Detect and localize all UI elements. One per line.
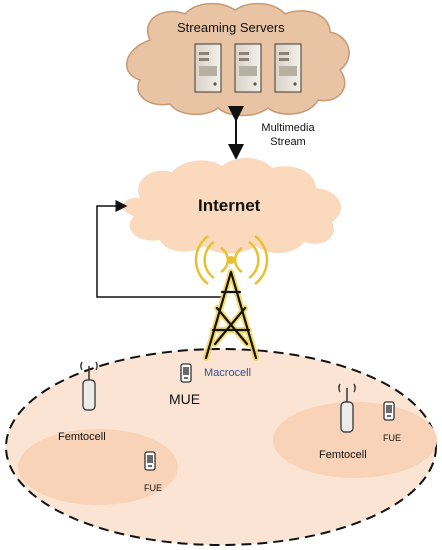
macrocell-label: Macrocell — [204, 367, 252, 379]
internet-label: Internet — [198, 196, 261, 215]
femtocell-antenna-icon — [338, 383, 356, 433]
server-rack-icon — [194, 43, 302, 93]
multimedia-stream-line1: Multimedia — [261, 122, 315, 134]
multimedia-stream-label: Multimedia Stream — [256, 121, 320, 149]
femtocell-right-label: Femtocell — [319, 449, 367, 461]
multimedia-stream-line2: Stream — [270, 136, 306, 148]
mobile-phone-icon — [180, 363, 192, 383]
femtocell-left-label: Femtocell — [58, 431, 106, 443]
mobile-phone-icon — [144, 451, 156, 471]
cell-tower-icon — [203, 269, 259, 361]
mobile-phone-icon — [383, 401, 395, 421]
femtocell-antenna-icon — [80, 361, 98, 411]
backhaul-connector — [96, 200, 222, 298]
femtocell-coverage-left — [18, 429, 178, 505]
signal-arcs-icon — [194, 235, 269, 285]
streaming-servers-label: Streaming Servers — [177, 20, 285, 35]
femtocell-coverage-right — [273, 402, 437, 478]
mue-label: MUE — [169, 391, 201, 407]
internet-cloud — [123, 157, 342, 254]
fue-left-label: FUE — [144, 483, 162, 493]
fue-right-label: FUE — [383, 433, 401, 443]
